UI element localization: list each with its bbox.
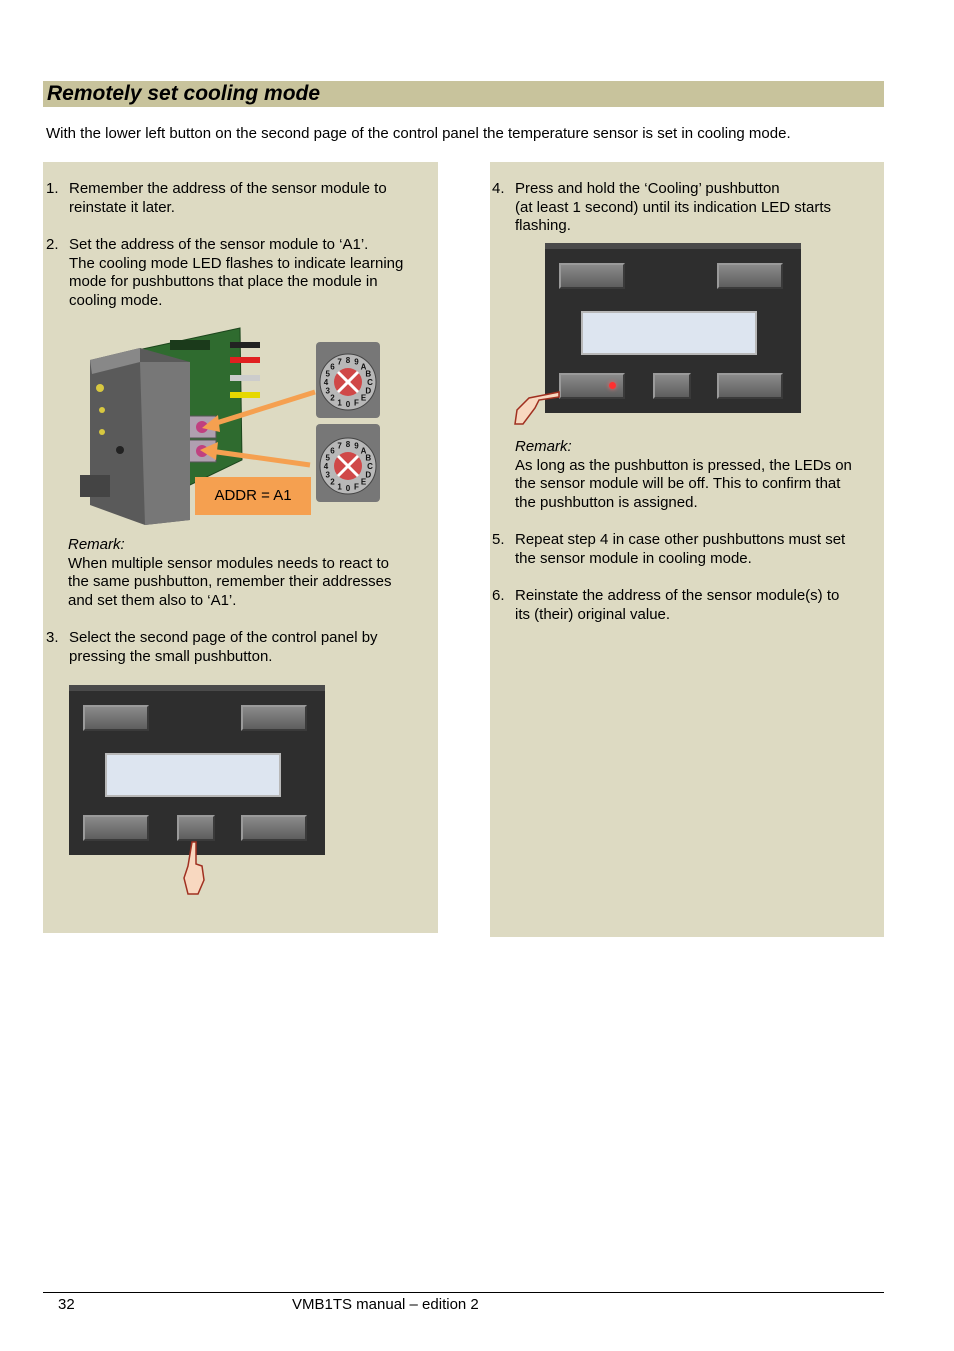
remark-title: Remark: <box>68 536 125 553</box>
dial-digit: C <box>367 462 373 471</box>
dial-digit: 0 <box>346 484 351 493</box>
section-title: Remotely set cooling mode <box>47 82 321 105</box>
dial-digit: 1 <box>337 482 342 491</box>
dial-digit: 9 <box>354 442 359 451</box>
dial-digit: A <box>361 446 367 455</box>
footer-document-title: VMB1TS manual – edition 2 <box>292 1296 479 1313</box>
panel-button <box>83 705 149 731</box>
panel-button <box>241 815 307 841</box>
control-panel-illustration <box>69 685 325 855</box>
remark-line: When multiple sensor modules needs to re… <box>68 554 389 572</box>
step-line: Repeat step 4 in case other pushbuttons … <box>515 531 846 548</box>
panel-display <box>105 753 281 797</box>
panel-button <box>717 263 783 289</box>
dial-digit: D <box>365 386 371 395</box>
remark-line: As long as the pushbutton is pressed, th… <box>515 456 852 474</box>
dial-digit: E <box>361 478 367 487</box>
dial-digit: 2 <box>330 394 335 403</box>
step-number: 6. <box>492 587 505 604</box>
step-number: 4. <box>492 180 505 197</box>
cooling-pushbutton <box>559 373 625 399</box>
intro-text: With the lower left button on the second… <box>46 125 791 142</box>
step-number: 5. <box>492 531 505 548</box>
section-title-bar: Remotely set cooling mode <box>43 81 884 107</box>
dial-digit: 8 <box>346 440 351 449</box>
dial-digit: E <box>361 394 367 403</box>
control-panel-illustration <box>545 243 801 413</box>
dial-digit: F <box>354 398 359 407</box>
step-line: cooling mode. <box>69 291 163 309</box>
panel-button <box>559 263 625 289</box>
dial-digit: C <box>367 378 373 387</box>
step-line: pressing the small pushbutton. <box>69 647 273 665</box>
small-pushbutton <box>653 373 691 399</box>
dial-digit: 2 <box>330 478 335 487</box>
dial-digit: 1 <box>337 398 342 407</box>
remark-line: the pushbutton is assigned. <box>515 493 698 511</box>
dial-digit: 8 <box>346 356 351 365</box>
step-line: Remember the address of the sensor modul… <box>69 180 387 197</box>
remark-2: Remark: As long as the pushbutton is pre… <box>515 438 852 512</box>
footer-divider <box>43 1292 884 1293</box>
panel-button <box>717 373 783 399</box>
dial-digit: 5 <box>325 454 330 463</box>
step-line: Reinstate the address of the sensor modu… <box>515 587 840 604</box>
step-line: reinstate it later. <box>69 198 175 216</box>
dial-digit: 6 <box>330 362 335 371</box>
dial-digit: 3 <box>325 386 330 395</box>
step-line: mode for pushbuttons that place the modu… <box>69 273 378 290</box>
dial-digit: 0 <box>346 400 351 409</box>
remark-line: the same pushbutton, remember their addr… <box>68 573 392 590</box>
dial-digit: D <box>365 470 371 479</box>
dial-digit: 6 <box>330 446 335 455</box>
remark-title: Remark: <box>515 438 572 455</box>
step-line: the sensor module in cooling mode. <box>515 549 752 567</box>
step-line: Press and hold the ‘Cooling’ pushbutton <box>515 180 780 197</box>
step-number: 2. <box>46 236 59 253</box>
dial-digit: 5 <box>325 370 330 379</box>
pressing-hand-icon <box>514 391 560 425</box>
pointing-hand-icon <box>183 841 205 895</box>
remark-line: and set them also to ‘A1’. <box>68 591 237 609</box>
step-line: Select the second page of the control pa… <box>69 629 378 646</box>
step-line: its (their) original value. <box>515 605 671 623</box>
dial-digit: 3 <box>325 470 330 479</box>
panel-display <box>581 311 757 355</box>
address-label: ADDR = A1 <box>195 477 311 515</box>
dial-digit: B <box>365 454 371 463</box>
panel-button <box>83 815 149 841</box>
dial-digit: 9 <box>354 358 359 367</box>
step-line: Set the address of the sensor module to … <box>69 236 369 253</box>
step-number: 1. <box>46 180 59 197</box>
step-line: (at least 1 second) until its indication… <box>515 198 831 216</box>
remark-line: the sensor module will be off. This to c… <box>515 475 841 492</box>
indication-led <box>609 382 616 389</box>
step-line: The cooling mode LED flashes to indicate… <box>69 254 404 272</box>
page-number: 32 <box>58 1296 75 1313</box>
dial-digit: 4 <box>324 462 329 471</box>
step-number: 3. <box>46 629 59 646</box>
step-line: flashing. <box>515 217 571 234</box>
dial-digit: 7 <box>337 358 342 367</box>
dial-digit: F <box>354 482 359 491</box>
dial-digit: A <box>361 362 367 371</box>
small-pushbutton <box>177 815 215 841</box>
remark-1: Remark: When multiple sensor modules nee… <box>68 536 392 610</box>
dial-digit: B <box>365 370 371 379</box>
dial-digit: 7 <box>337 442 342 451</box>
dial-digit: 4 <box>324 378 329 387</box>
panel-button <box>241 705 307 731</box>
